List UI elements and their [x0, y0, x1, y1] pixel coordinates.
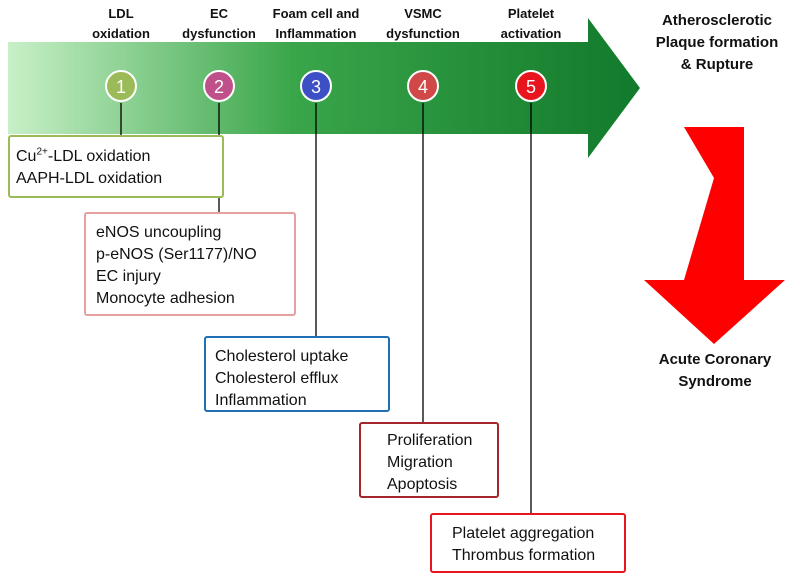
outcome-plaque: Atherosclerotic Plaque formation & Ruptu… — [642, 10, 792, 76]
outcome-line: & Rupture — [680, 56, 754, 73]
stage-label-5: Platelet activation — [490, 4, 572, 44]
box-line: Cu2+-LDL oxidation — [16, 146, 222, 168]
stage-circle-4: 4 — [407, 70, 439, 102]
stage-circle-1: 1 — [105, 70, 137, 102]
box-line: Monocyte adhesion — [96, 290, 235, 307]
stage-label-line: Platelet — [507, 6, 555, 21]
box-line: AAPH-LDL oxidation — [16, 170, 163, 187]
outcome-acs: Acute Coronary Syndrome — [640, 349, 790, 393]
outcome-line: Atherosclerotic — [661, 12, 773, 29]
box-ec-dysfunction: eNOS uncoupling p-eNOS (Ser1177)/NO EC i… — [84, 212, 296, 316]
box-foam-cell: Cholesterol uptake Cholesterol efflux In… — [204, 336, 390, 412]
down-arrow-icon — [644, 127, 785, 344]
stage-label-line: Inflammation — [275, 26, 357, 41]
stage-label-line: activation — [500, 26, 562, 41]
stage-circle-2: 2 — [203, 70, 235, 102]
outcome-line: Plaque formation — [655, 34, 779, 51]
box-line: p-eNOS (Ser1177)/NO — [96, 246, 257, 263]
superscript: 2+ — [36, 146, 48, 158]
box-platelet: Platelet aggregation Thrombus formation — [430, 513, 626, 573]
stage-number: 5 — [526, 77, 536, 97]
stage-label-1: LDL oxidation — [85, 4, 157, 44]
stage-number: 2 — [214, 77, 224, 97]
box-line: Cholesterol efflux — [215, 370, 339, 387]
outcome-line: Acute Coronary — [658, 351, 772, 368]
box-line: EC injury — [96, 268, 161, 285]
stage-number: 1 — [116, 77, 126, 97]
box-line: Proliferation — [387, 432, 473, 449]
stage-label-2: EC dysfunction — [171, 4, 267, 44]
box-line-prefix: Cu — [16, 148, 37, 165]
box-vsmc: Proliferation Migration Apoptosis — [359, 422, 499, 498]
box-line: Inflammation — [215, 392, 307, 409]
box-line: eNOS uncoupling — [96, 224, 222, 241]
stage-number: 3 — [311, 77, 321, 97]
outcome-line: Syndrome — [678, 373, 752, 390]
stage-label-3: Foam cell and Inflammation — [263, 4, 369, 44]
stage-label-line: dysfunction — [386, 26, 460, 41]
stage-label-line: LDL — [108, 6, 134, 21]
box-line: Cholesterol uptake — [215, 348, 349, 365]
stage-label-line: EC — [209, 6, 229, 21]
box-ldl-oxidation: Cu2+-LDL oxidation AAPH-LDL oxidation — [8, 135, 224, 198]
box-line-rest: -LDL oxidation — [47, 148, 151, 165]
box-line: Migration — [387, 454, 453, 471]
stage-circle-3: 3 — [300, 70, 332, 102]
stage-circle-5: 5 — [515, 70, 547, 102]
box-line: Apoptosis — [387, 476, 458, 493]
stage-label-line: dysfunction — [182, 26, 256, 41]
box-line: Thrombus formation — [452, 547, 596, 564]
stage-number: 4 — [418, 77, 428, 97]
stage-label-line: VSMC — [404, 6, 442, 21]
stage-label-line: oxidation — [92, 26, 150, 41]
stage-label-line: Foam cell and — [272, 6, 360, 21]
stage-label-4: VSMC dysfunction — [371, 4, 475, 44]
box-line: Platelet aggregation — [452, 525, 595, 542]
